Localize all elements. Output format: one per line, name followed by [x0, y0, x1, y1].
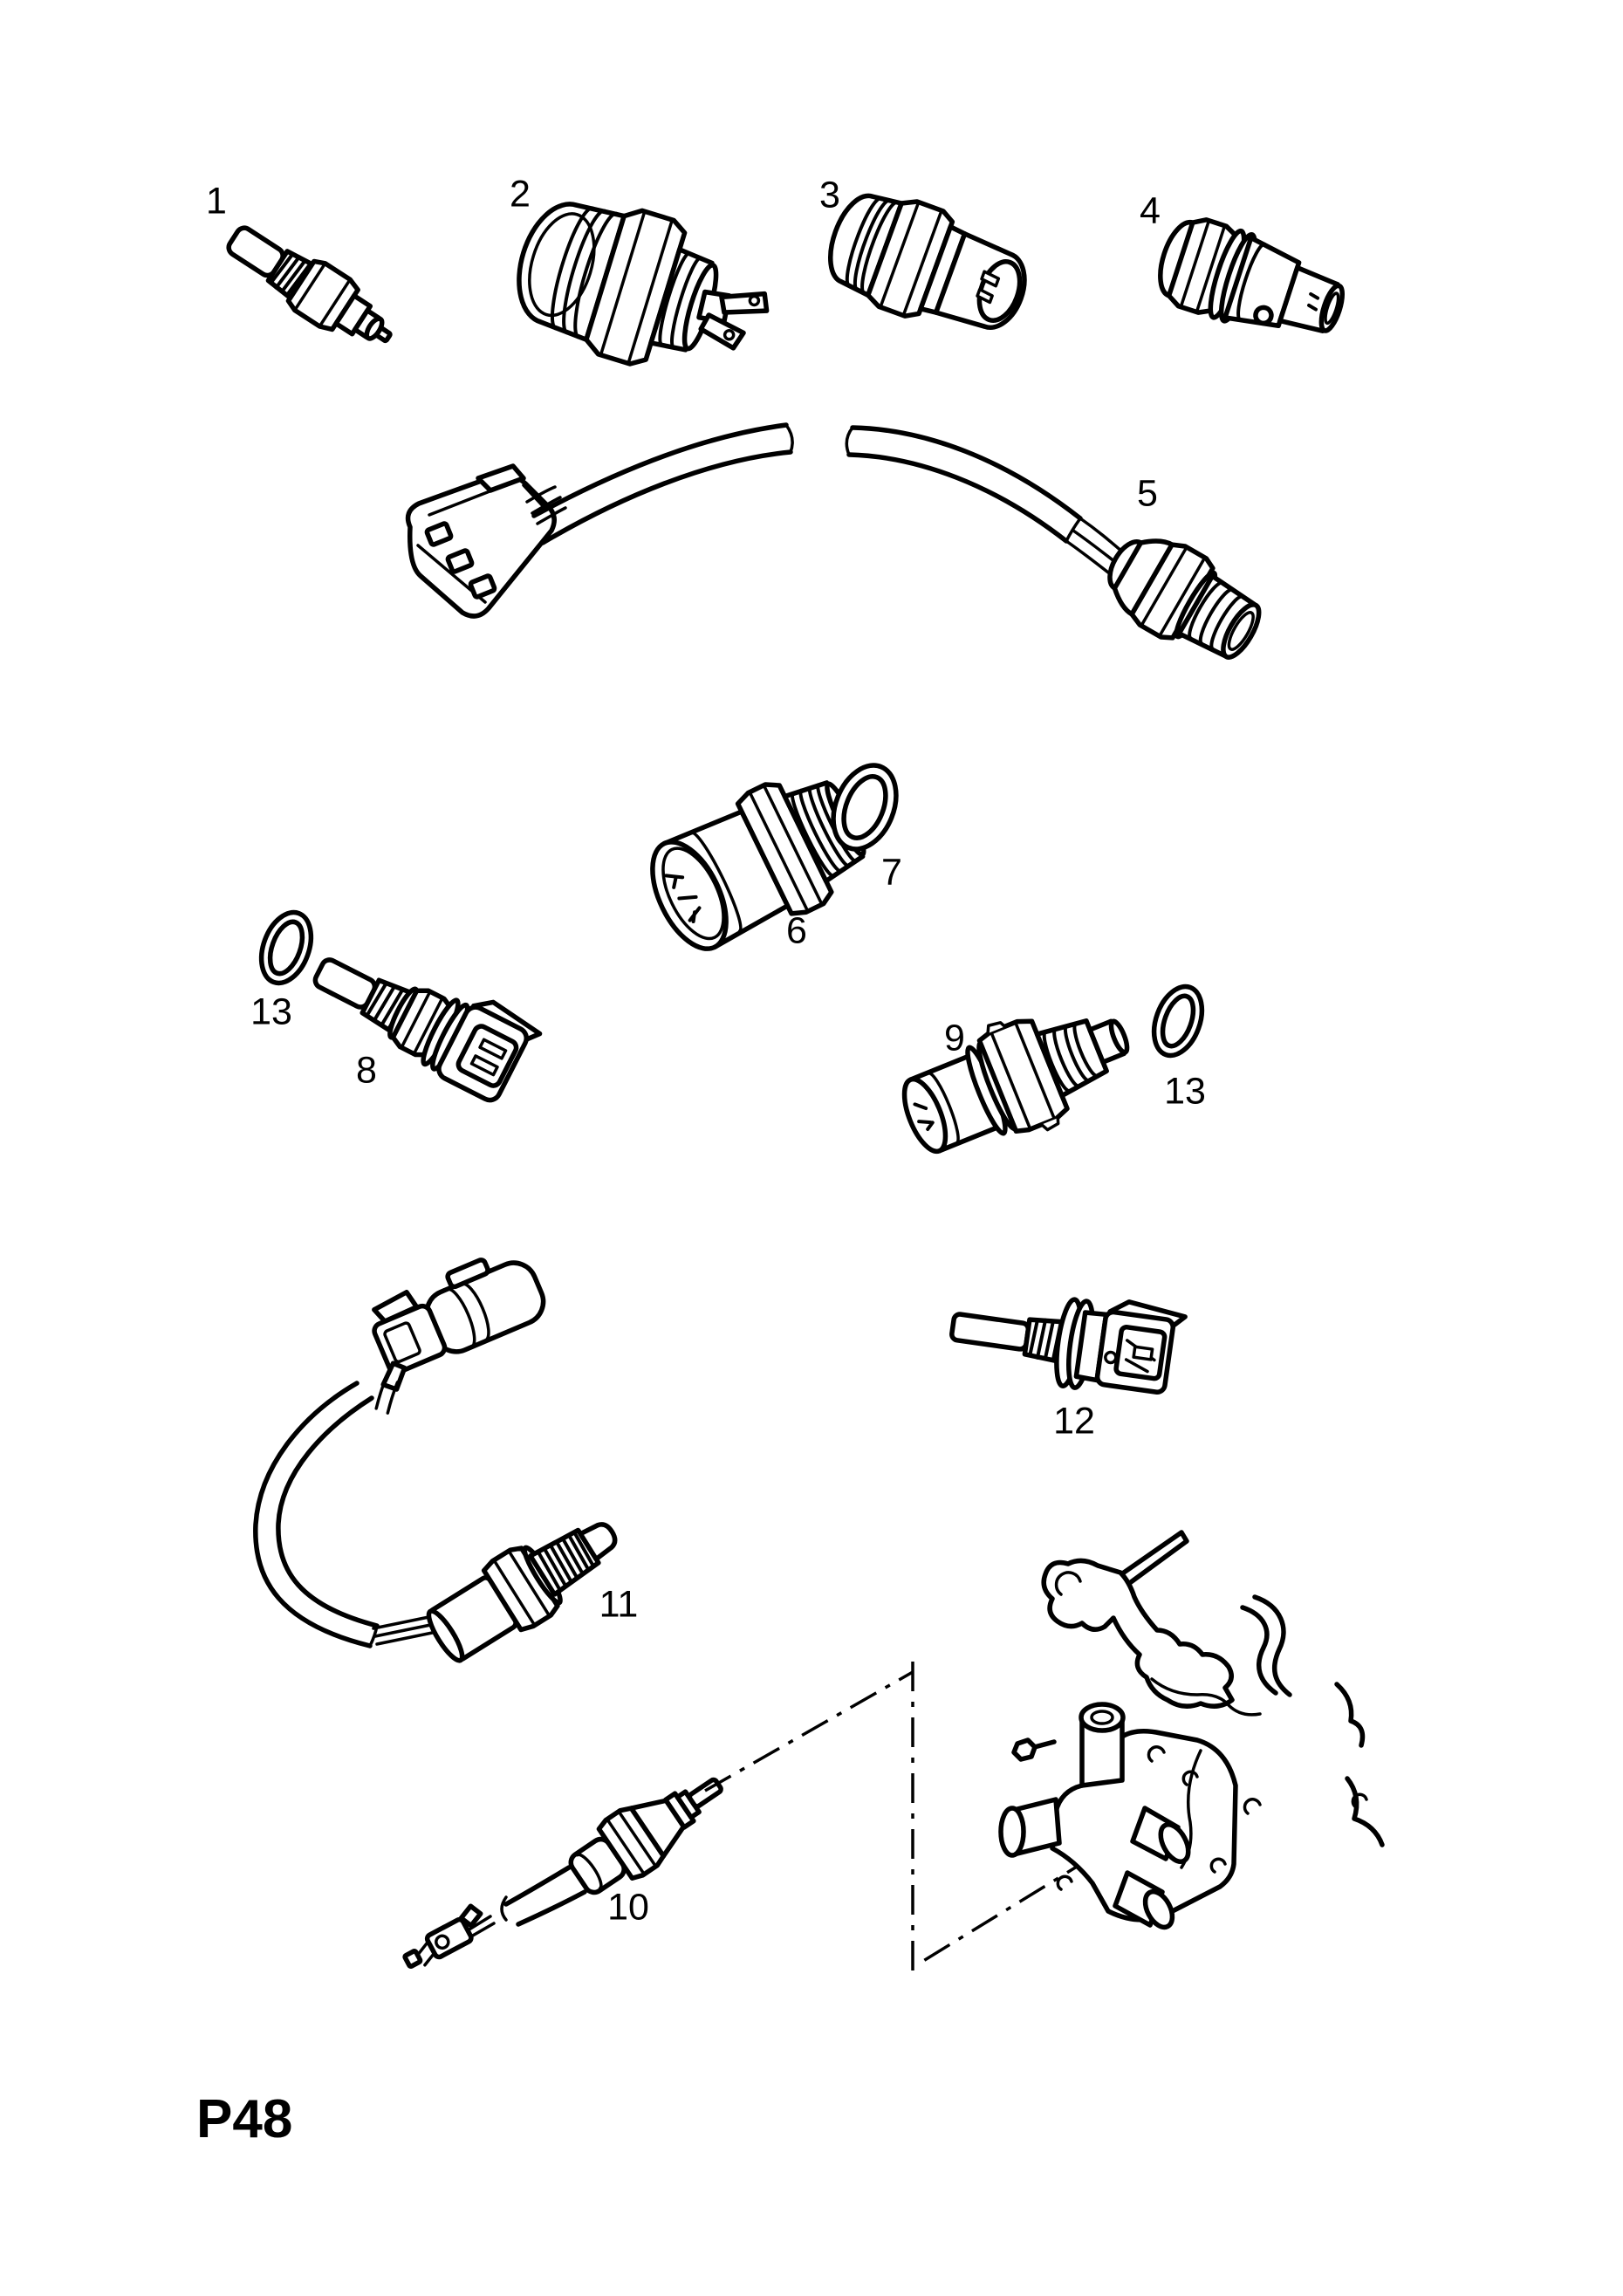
- part-10-cable-assembly-drawing: [402, 1662, 1093, 1970]
- callout-5: 5: [1137, 472, 1158, 515]
- thermostat-housing-reference-drawing: [998, 1530, 1385, 1930]
- part-7-sealing-ring-drawing: [831, 763, 899, 852]
- callout-11: 11: [599, 1583, 639, 1626]
- part-13-right-sealing-ring-drawing: [1151, 984, 1205, 1059]
- part-2-thermo-switch-drawing: [517, 202, 770, 367]
- part-5-connector-3pin: [405, 463, 567, 619]
- page-code: P48: [196, 2089, 293, 2149]
- callout-4: 4: [1140, 189, 1161, 232]
- part-5-switch: [1107, 538, 1262, 660]
- part-1-temperature-sensor-drawing: [226, 225, 393, 344]
- part-5-cable-assembly-drawing: [405, 422, 1262, 660]
- part-3-temperature-switch-drawing: [828, 193, 1027, 331]
- callout-9: 9: [944, 1017, 965, 1059]
- callout-10: 10: [607, 1886, 649, 1929]
- callout-13-left: 13: [250, 990, 292, 1033]
- part-9-temperature-transmitter-drawing: [901, 1018, 1130, 1155]
- part-12-coolant-temperature-sensor-drawing: [949, 1297, 1188, 1395]
- part-8-coolant-temperature-sensor-drawing: [312, 957, 543, 1103]
- part-11-cable-assembly-drawing: [253, 1258, 618, 1663]
- part-10-terminal: [402, 1903, 483, 1970]
- callout-8: 8: [356, 1049, 377, 1092]
- part-4-temperature-transmitter-drawing: [1158, 217, 1346, 333]
- part-10-sensor: [568, 1777, 723, 1895]
- callout-3: 3: [819, 174, 840, 216]
- callout-12: 12: [1053, 1400, 1095, 1443]
- callout-7: 7: [881, 851, 902, 894]
- callout-6: 6: [786, 909, 807, 952]
- callout-13-right: 13: [1164, 1070, 1206, 1113]
- callout-1: 1: [206, 180, 227, 223]
- callout-2: 2: [510, 173, 531, 216]
- part-11-connector: [372, 1258, 546, 1415]
- part-6-temperature-transmitter-drawing: [650, 780, 866, 951]
- part-11-sensor: [426, 1522, 618, 1663]
- part-13-left-sealing-ring-drawing: [258, 909, 314, 986]
